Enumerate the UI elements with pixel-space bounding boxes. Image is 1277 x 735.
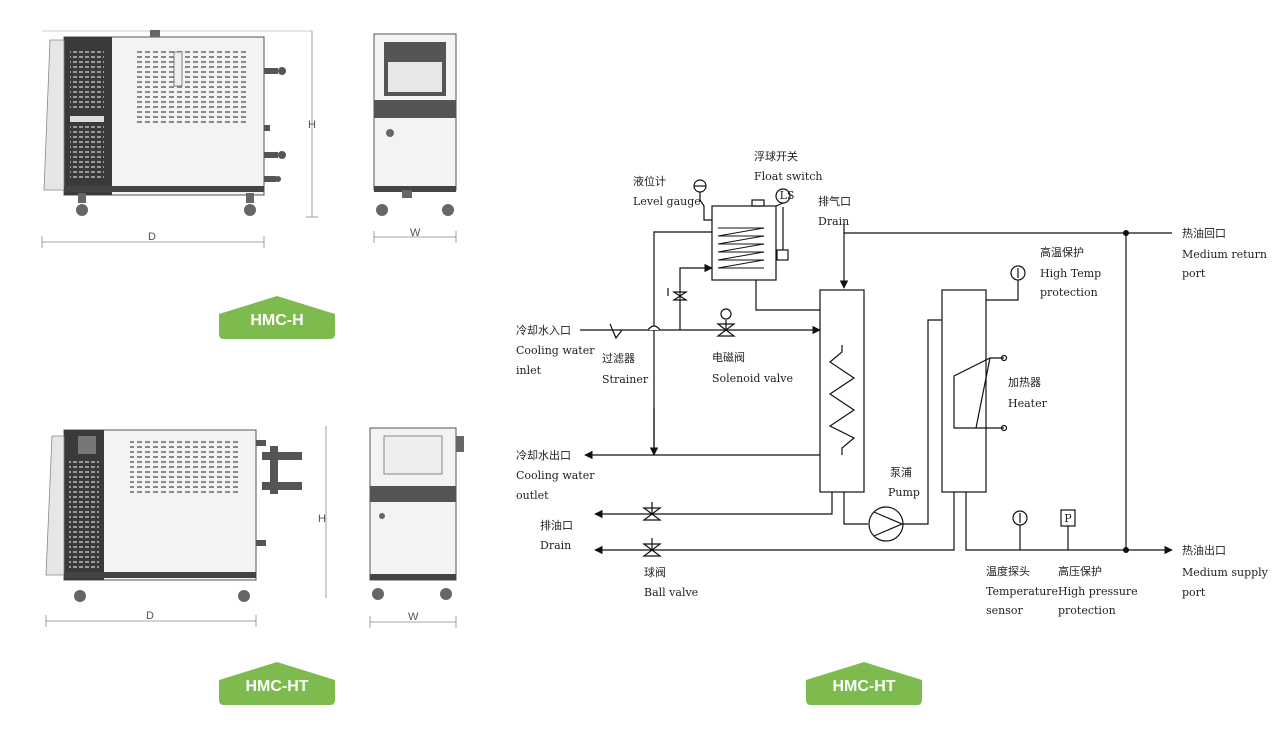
hmc-ht-width-label: W xyxy=(408,611,419,623)
pipe-crossover xyxy=(647,325,661,331)
cooler-vessel xyxy=(819,289,865,493)
hmc-h-front-view xyxy=(373,33,457,243)
hmc-h-depth-label: D xyxy=(148,231,156,243)
drain-vent-cn: 排气口 xyxy=(818,194,851,208)
return-port-en1: Medium return xyxy=(1182,248,1267,261)
heater-en: Heater xyxy=(1008,397,1048,410)
tempsensor-en1: Temperature xyxy=(986,585,1058,598)
ballvalve-en: Ball valve xyxy=(644,586,698,599)
level-gauge-cn: 液位计 xyxy=(633,174,666,188)
hmc-ht-depth-label: D xyxy=(146,610,154,622)
solenoid-cn: 电磁阀 xyxy=(712,350,745,364)
hmc-ht-height-label: H xyxy=(318,513,326,525)
supply-port-en1: Medium supply xyxy=(1182,566,1269,579)
pressure-symbol-label: P xyxy=(1064,512,1072,525)
cooling-in-en1: Cooling water xyxy=(516,344,595,357)
ballvalve-cn: 球阀 xyxy=(644,565,666,579)
tempsensor-cn: 温度探头 xyxy=(986,564,1030,578)
float-switch-body xyxy=(776,249,789,261)
hmc-h-width-label: W xyxy=(410,227,421,239)
highpress-cn: 高压保护 xyxy=(1058,564,1102,578)
supply-port-cn: 热油出口 xyxy=(1182,543,1226,557)
hmc-ht-badge-left-label: HMC-HT xyxy=(245,678,308,695)
junction-dots xyxy=(1123,230,1129,553)
cooling-out-cn: 冷却水出口 xyxy=(516,448,571,462)
hmc-h-badge-label: HMC-H xyxy=(250,312,303,329)
ls-symbol-label: LS xyxy=(780,189,795,202)
level-gauge-en: Level gauge xyxy=(633,195,701,208)
hightemp-cn: 高温保护 xyxy=(1040,245,1084,259)
hmc-h-badge xyxy=(219,296,335,339)
hightemp-en2: protection xyxy=(1040,286,1098,299)
heater-vessel xyxy=(941,289,987,493)
cooling-out-en2: outlet xyxy=(516,489,549,502)
expansion-tank xyxy=(711,205,777,281)
cooling-out-en1: Cooling water xyxy=(516,469,595,482)
schematic-badge xyxy=(806,662,922,705)
drain-vent-en: Drain xyxy=(818,215,849,228)
float-switch-cn: 浮球开关 xyxy=(754,149,798,163)
strainer-cn: 过滤器 xyxy=(602,352,635,365)
cooling-in-cn: 冷却水入口 xyxy=(516,324,571,337)
return-port-cn: 热油回口 xyxy=(1182,226,1226,240)
highpress-en2: protection xyxy=(1058,604,1116,617)
supply-port-en2: port xyxy=(1182,586,1206,599)
heater-cn: 加热器 xyxy=(1008,376,1041,389)
pump-en: Pump xyxy=(888,486,920,499)
tempsensor-en2: sensor xyxy=(986,604,1024,617)
return-port-en2: port xyxy=(1182,267,1206,280)
schematic-lines xyxy=(580,179,1173,557)
float-switch-en: Float switch xyxy=(754,170,823,183)
hmc-ht-front-view xyxy=(369,427,464,628)
hightemp-en1: High Temp xyxy=(1040,267,1101,280)
solenoid-en: Solenoid valve xyxy=(712,372,793,385)
cooling-in-en2: inlet xyxy=(516,364,542,377)
hmc-h-height-label: H xyxy=(308,119,316,131)
highpress-en1: High pressure xyxy=(1058,585,1138,598)
hmc-ht-side-view xyxy=(45,426,327,627)
strainer-en: Strainer xyxy=(602,373,649,386)
drain-en: Drain xyxy=(540,539,571,552)
hmc-h-side-view xyxy=(41,30,318,248)
schematic-badge-label: HMC-HT xyxy=(832,678,895,695)
hmc-ht-badge-left xyxy=(219,662,335,705)
pump-cn: 泵浦 xyxy=(890,466,912,479)
drain-cn: 排油口 xyxy=(540,518,573,532)
